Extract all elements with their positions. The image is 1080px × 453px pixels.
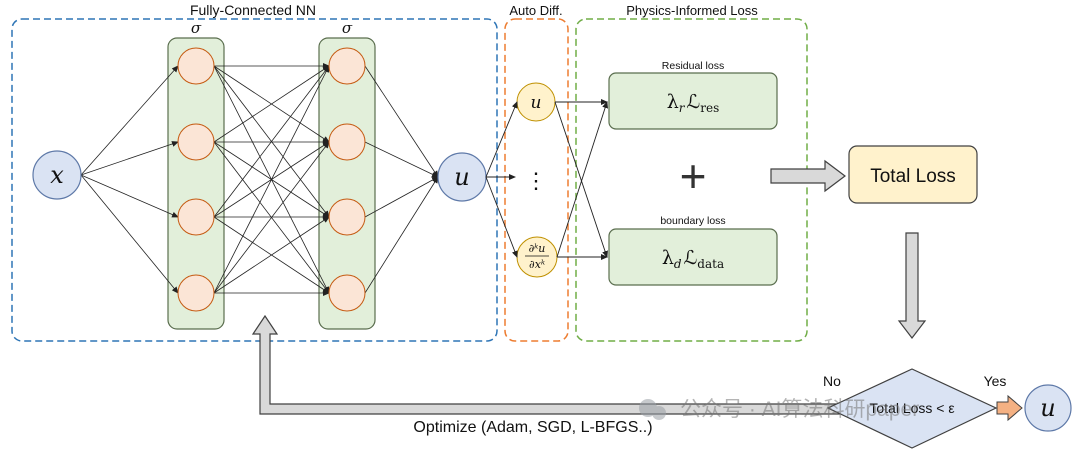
hidden-layer-1 [167, 37, 225, 330]
boundary-loss-box [608, 228, 778, 286]
yes-label: Yes [984, 373, 1007, 389]
to-decision-arrow [897, 232, 927, 339]
h1-to-h2-connection [213, 216, 330, 294]
h1-to-h2-connection [213, 65, 330, 143]
to-total-loss-arrow [770, 159, 846, 193]
nn-neurons [177, 47, 366, 312]
neuron-layer2-2 [328, 123, 366, 161]
neuron-layer2-3 [328, 198, 366, 236]
result-node [1024, 384, 1072, 432]
nn-connections [80, 63, 439, 296]
input-to-h1-connection [80, 174, 179, 218]
neuron-layer1-4 [177, 274, 215, 312]
autodiff-u-label: u [531, 93, 542, 113]
output-to-u-line [485, 101, 518, 178]
plus-sign: + [680, 150, 707, 202]
output-node-label: u [454, 163, 469, 191]
neuron-layer2-4 [328, 274, 366, 312]
watermark: 公众号 · AI算法科研paper [639, 398, 919, 421]
nn-section-title: Fully-Connected NN [190, 2, 316, 18]
total-loss-box [848, 145, 978, 204]
input-to-h1-connection [80, 174, 179, 294]
residual-loss-box [608, 72, 778, 130]
h1-to-h2-connection [213, 65, 330, 294]
decision-label: Total Loss < ε [869, 400, 954, 416]
autodiff-section-title: Auto Diff. [509, 3, 562, 18]
nn-section-box [11, 18, 498, 342]
optimize-label: Optimize (Adam, SGD, L-BFGS..) [413, 419, 652, 436]
residual-loss-caption: Residual loss [662, 60, 724, 72]
h2-to-output-connection [364, 176, 439, 294]
derivative-to-residual-line [556, 101, 609, 258]
derivative-denominator: ∂xᵏ [529, 258, 545, 271]
input-to-h1-connection [80, 65, 179, 176]
neuron-layer2-1 [328, 47, 366, 85]
total-loss-label: Total Loss [870, 166, 956, 187]
output-to-derivative-line [485, 176, 518, 258]
autodiff-section-box [504, 18, 569, 342]
h1-to-h2-connection [213, 65, 330, 218]
autodiff-ellipsis: ⋮ [525, 169, 547, 194]
input-node [32, 150, 82, 200]
neuron-layer1-1 [177, 47, 215, 85]
input-node-label: x [50, 161, 64, 189]
watermark-text: 公众号 · AI算法科研paper [680, 398, 919, 421]
optimize-feedback-arrow [251, 314, 851, 415]
boundary-loss-caption: boundary loss [660, 215, 725, 227]
yes-arrow [996, 394, 1023, 422]
result-node-label: u [1040, 394, 1055, 422]
derivative-numerator: ∂ᵏu [529, 242, 546, 255]
physics-section-title: Physics-Informed Loss [626, 3, 758, 18]
neuron-layer1-3 [177, 198, 215, 236]
no-label: No [823, 373, 841, 389]
hidden-layer-2 [318, 37, 376, 330]
neuron-layer1-2 [177, 123, 215, 161]
activation-label-2: σ [342, 19, 353, 37]
input-to-h1-connection [80, 141, 179, 176]
h2-to-output-connection [364, 141, 439, 178]
h2-to-output-connection [364, 65, 439, 178]
u-to-boundary-line [554, 101, 608, 258]
wechat-icon-bubble [652, 406, 666, 420]
h1-to-h2-connection [213, 141, 330, 294]
activation-label-1: σ [191, 19, 202, 37]
h2-to-output-connection [364, 176, 439, 218]
convergence-decision-diamond [826, 368, 998, 449]
